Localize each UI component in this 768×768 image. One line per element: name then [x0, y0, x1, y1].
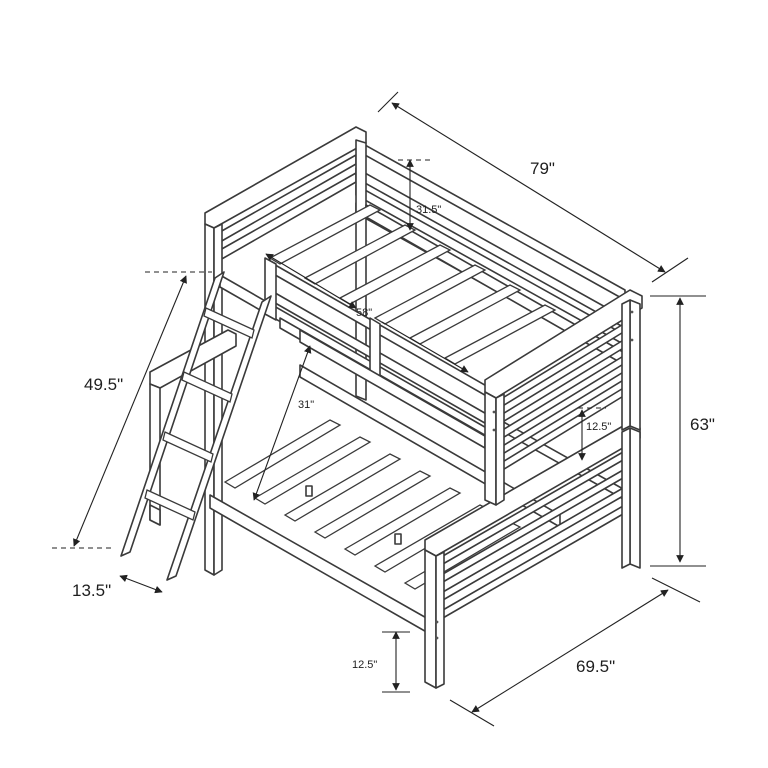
length-label: 79"	[530, 159, 555, 178]
upper-foot-end	[484, 289, 643, 506]
dimension-labels: 79" 63" 69.5" 49.5" 13.5" 31.5" 58" 31" …	[72, 159, 715, 676]
top-rail-height-label: 31.5"	[416, 204, 441, 216]
bunk-clearance-label: 31"	[298, 399, 314, 411]
dimension-lines	[52, 91, 706, 727]
lower-rail-height-label: 12.5"	[586, 421, 611, 433]
total-height-label: 63"	[690, 415, 715, 434]
ladder-depth-label: 13.5"	[72, 581, 111, 600]
upper-head-end	[204, 126, 367, 576]
ladder-height-label: 49.5"	[84, 375, 123, 394]
top-width-label: 58"	[356, 307, 372, 319]
width-label: 69.5"	[576, 657, 615, 676]
ladder	[120, 271, 272, 581]
lower-foot-end	[424, 421, 641, 689]
floor-clearance-label: 12.5"	[352, 659, 377, 671]
